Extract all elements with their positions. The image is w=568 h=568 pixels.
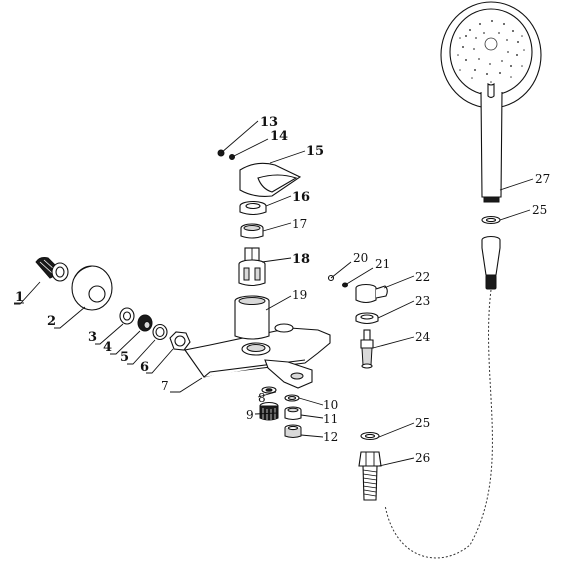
label-25-bottom: 25 <box>415 416 430 430</box>
label-9: 9 <box>246 408 254 422</box>
mixer-body-7 <box>184 323 331 389</box>
filter-4 <box>137 314 153 332</box>
label-3: 3 <box>88 330 97 345</box>
washer-8 <box>261 386 277 394</box>
hand-shower <box>440 1 542 203</box>
seal-25-bottom <box>360 431 380 441</box>
hose-cone-top <box>481 235 501 290</box>
label-6: 6 <box>140 360 149 375</box>
label-13: 13 <box>260 115 278 130</box>
aerator-9 <box>259 401 279 421</box>
hose-nut-26 <box>358 451 382 501</box>
label-4: 4 <box>103 340 112 355</box>
label-12: 12 <box>323 430 338 444</box>
ring-17 <box>240 223 264 239</box>
label-22: 22 <box>415 270 430 284</box>
cover-plate-2 <box>71 265 113 311</box>
label-10: 10 <box>323 398 338 412</box>
leader-lines <box>14 120 534 467</box>
label-7: 7 <box>161 379 169 393</box>
label-11: 11 <box>323 412 338 426</box>
label-5: 5 <box>120 350 129 365</box>
label-17: 17 <box>292 217 307 231</box>
label-2: 2 <box>47 314 56 329</box>
label-19: 19 <box>292 288 307 302</box>
washer-10 <box>284 394 300 402</box>
part-labels: 1 2 3 4 5 6 7 8 9 10 11 12 13 14 15 16 1… <box>14 115 550 465</box>
label-16: 16 <box>292 190 310 205</box>
ring-16 <box>239 200 267 216</box>
handle-15 <box>239 162 302 197</box>
connector-12 <box>284 424 302 438</box>
label-23: 23 <box>415 294 430 308</box>
cartridge-18 <box>238 247 266 287</box>
label-24: 24 <box>415 330 431 344</box>
diverter-24 <box>360 329 374 369</box>
label-1: 1 <box>15 290 24 305</box>
wall-connector-1 <box>35 257 69 282</box>
o-ring-5 <box>152 323 168 341</box>
spray-nozzles <box>457 20 525 83</box>
label-8: 8 <box>258 391 266 405</box>
diverter-knob-22 <box>355 283 388 304</box>
label-27: 27 <box>535 172 550 186</box>
seal-3 <box>119 307 135 325</box>
label-15: 15 <box>306 144 324 159</box>
connector-11 <box>284 406 302 421</box>
nut-6 <box>169 331 191 351</box>
shower-hose <box>384 289 493 559</box>
label-26: 26 <box>415 451 430 465</box>
label-21: 21 <box>375 257 390 271</box>
label-20: 20 <box>353 251 368 265</box>
label-18: 18 <box>292 252 310 267</box>
seal-25-top <box>481 215 501 225</box>
cartridge-housing-19 <box>234 295 270 340</box>
label-14: 14 <box>270 129 288 144</box>
ring-23 <box>355 312 379 325</box>
label-25-top: 25 <box>532 203 547 217</box>
